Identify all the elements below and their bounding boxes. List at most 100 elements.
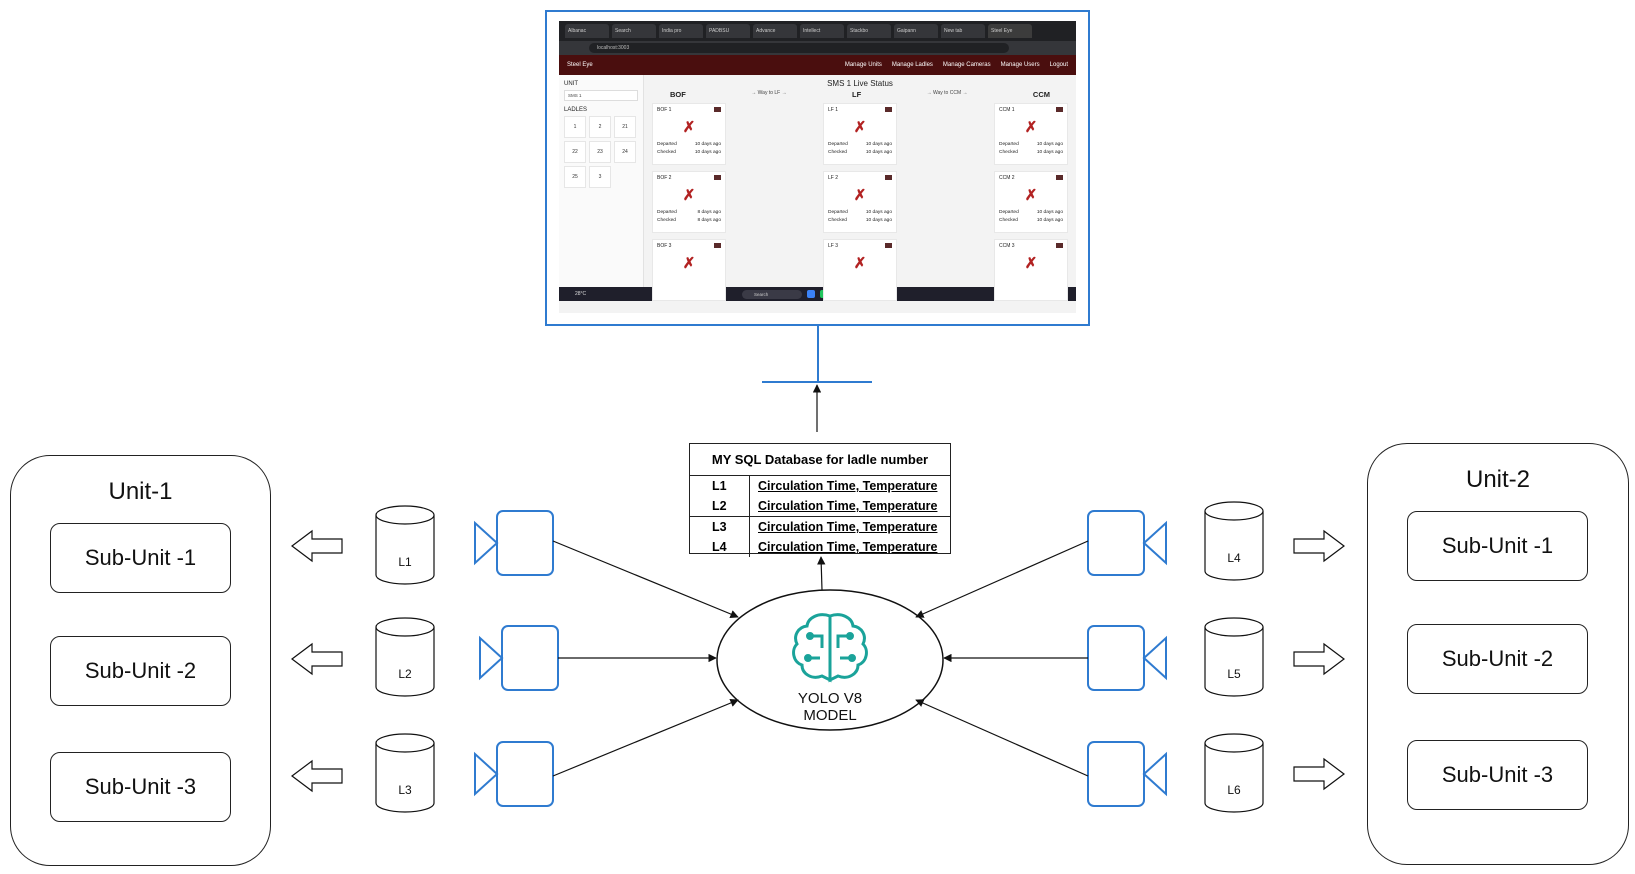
ladle-button[interactable]: 25 [564,166,586,188]
nav-link[interactable]: Manage Units [844,62,882,68]
card-title: LF 1 [828,107,839,113]
ladles-heading: LADLES [564,107,588,113]
url-input[interactable]: localhost:3003 [589,43,1009,53]
unit-2-title: Unit-2 [1465,466,1531,493]
live-status-title: SMS 1 Live Status [827,79,893,88]
database-value: Circulation Time, Temperature [758,540,938,554]
ladle-cylinder-l1-top [375,505,435,525]
database-key: L3 [690,517,750,537]
camera-l4-to-model-arrow [915,540,1089,618]
ladle-button[interactable]: 23 [589,141,611,163]
ladle-cylinder-l5-side [1204,627,1264,697]
ladle-status-card[interactable]: LF 3✗ [823,239,897,301]
browser-tab[interactable]: India pro [659,24,703,38]
ladle-button[interactable]: 3 [589,166,611,188]
ladle-label-l3: L3 [398,783,412,797]
x-mark-icon: ✗ [853,119,867,136]
nav-link[interactable]: Manage Users [1000,62,1040,68]
ladle-button[interactable]: 21 [614,116,636,138]
browser-tab[interactable]: Gaipann [894,24,938,38]
unit-2-arrow-1 [1293,529,1345,563]
ladle-status-card[interactable]: CCM 3✗ [994,239,1068,301]
browser-tab[interactable]: Steel Eye [988,24,1032,38]
browser-tab[interactable]: Advance [753,24,797,38]
browser-urlbar: localhost:3003 [559,41,1076,55]
checked-value: 10 days ago [1036,218,1063,223]
checked-row: Checked 10 days ago [657,150,721,155]
app-nav: Manage Units Manage Ladles Manage Cameras M… [845,62,1068,68]
departed-label: Departed [999,210,1019,215]
unit-1-arrow-3 [291,759,343,793]
card-title: CCM 2 [999,175,1015,181]
camera-icon [714,175,721,180]
unit-select[interactable]: SMS 1 [564,90,638,101]
nav-link[interactable]: Logout [1049,62,1068,68]
unit-2-subunit-1: Sub-Unit -1 [1407,511,1588,581]
card-title: BOF 1 [657,107,672,113]
taskbar-app-icon[interactable] [807,290,815,298]
nav-link[interactable]: Manage Cameras [942,62,991,68]
browser-tab[interactable]: PADBSU [706,24,750,38]
unit-1-subunit-2: Sub-Unit -2 [50,636,231,706]
checked-label: Checked [999,150,1018,155]
ladle-cylinder-l3-top [375,733,435,753]
ladle-cylinder-l6-top [1204,733,1264,753]
ladle-button[interactable]: 2 [589,116,611,138]
ladle-cylinder-l5-top [1204,617,1264,637]
browser-tab[interactable]: Albanac [565,24,609,38]
browser-tab[interactable]: Stackbo [847,24,891,38]
browser-tab[interactable]: Search [612,24,656,38]
departed-value: 10 days ago [694,142,721,147]
way-to-lf: → Way to LF → [751,90,787,96]
ladle-button[interactable]: 22 [564,141,586,163]
x-mark-icon: ✗ [1024,255,1038,272]
way-to-ccm: → Way to CCM → [926,90,968,96]
camera-icon [1056,175,1063,180]
taskbar-search[interactable]: Search [742,289,802,299]
camera-icon-l6-body [1087,741,1145,807]
nav-link[interactable]: Manage Ladles [891,62,933,68]
ladle-button[interactable]: 24 [614,141,636,163]
ladle-cylinder-l3-side [375,743,435,813]
ladle-button[interactable]: 1 [564,116,586,138]
checked-label: Checked [657,150,676,155]
departed-label: Departed [657,142,677,147]
browser-tab[interactable]: Intellect [800,24,844,38]
model-label-line1: YOLO V8 [797,690,863,707]
model-to-db-arrow [817,556,826,591]
x-mark-icon: ✗ [853,255,867,272]
live-status-panel: SMS 1 Live Status BOF → Way to LF → LF →… [644,75,1076,301]
checked-value: 10 days ago [865,218,892,223]
weather-widget[interactable]: 28°C [575,291,587,297]
checked-value: 10 days ago [694,150,721,155]
model-label: YOLO V8 MODEL [770,690,890,724]
camera-icon [885,243,892,248]
unit-1-arrow-1 [291,529,343,563]
stage-lf: LF [852,90,862,99]
browser-tab[interactable]: New tab [941,24,985,38]
ladle-cylinder-l4-side [1204,511,1264,581]
ladle-status-card[interactable]: BOF 3✗ [652,239,726,301]
camera-icon [885,175,892,180]
departed-row: Departed 10 days ago [657,142,721,147]
database-row-l4: L4 Circulation Time, Temperature [690,537,950,557]
camera-icon [714,107,721,112]
camera-icon-l3-lens [474,751,499,797]
